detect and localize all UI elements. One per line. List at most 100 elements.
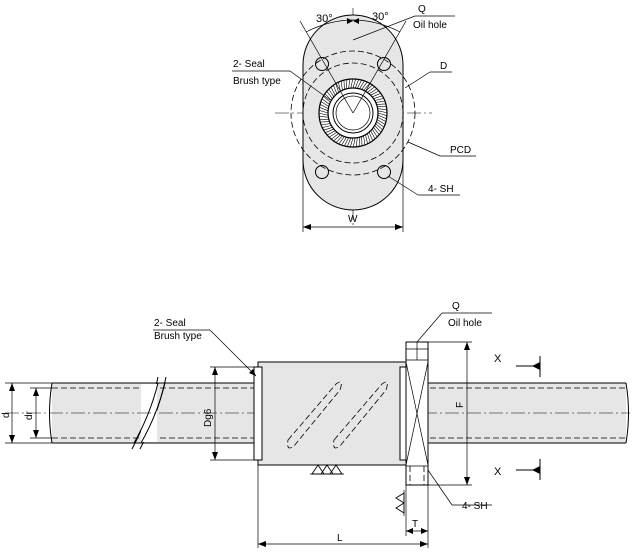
t-arrow-right	[421, 528, 428, 534]
brush-seal-bristles	[318, 78, 388, 148]
x-marker-bottom-arrow	[532, 466, 540, 474]
side-seal-leader	[209, 329, 257, 377]
bristle-line	[349, 137, 354, 147]
f-arrow-bottom	[464, 477, 470, 485]
bristle-line	[321, 98, 330, 105]
bristle-line	[370, 130, 376, 140]
dg6-dim-label: Dg6	[203, 408, 214, 427]
bristle-line	[374, 98, 384, 101]
bristle-line	[377, 108, 387, 111]
side-seal-arrow	[249, 369, 256, 376]
bristle-line	[341, 136, 347, 146]
angle-arrow-right	[353, 18, 359, 24]
side-q-leader	[416, 312, 443, 343]
bristle-line	[354, 79, 359, 89]
side-view: d dr Dg6 F X X 2- Seal	[1, 301, 630, 548]
x-marker-top-arrow	[532, 362, 540, 370]
nut-body	[257, 361, 407, 466]
bristle-line	[377, 110, 388, 114]
d-arrow-bottom	[9, 435, 15, 443]
bristle-line	[326, 91, 333, 99]
bristle-line	[373, 127, 380, 135]
bristle-line	[374, 125, 382, 133]
bristle-line	[319, 104, 329, 109]
mount-hole-bottom-right	[377, 165, 391, 179]
l-dim-label: L	[337, 533, 343, 544]
bristle-line	[373, 95, 383, 99]
bristle-line	[375, 100, 385, 103]
bristle-line	[365, 84, 373, 92]
t-arrow-left	[406, 528, 413, 534]
bristle-line	[371, 128, 378, 138]
seal-label: 2- Seal	[233, 59, 265, 70]
d-arrow-top	[9, 383, 15, 391]
d-dim-label: d	[1, 412, 12, 418]
bristle-line	[323, 95, 331, 103]
side-seal-label: 2- Seal	[154, 318, 186, 329]
bristle-line	[328, 88, 335, 98]
f-arrow-top	[464, 342, 470, 350]
flange-cross-2	[405, 361, 429, 466]
side-sh-leader	[427, 469, 453, 506]
seal-leader	[289, 70, 331, 101]
bristle-line	[368, 132, 373, 141]
bristle-line	[357, 79, 362, 89]
q-label: Q	[418, 4, 426, 15]
angle-right-label: 30°	[372, 11, 389, 23]
bristle-line	[359, 80, 365, 90]
x-top-label: X	[494, 353, 502, 365]
d-leader	[404, 71, 431, 89]
bristle-line	[331, 133, 339, 140]
bristle-line	[338, 136, 345, 145]
bristle-line	[365, 134, 368, 144]
shaft-outer-circle	[332, 92, 374, 134]
brush-type-label: Brush type	[233, 76, 281, 87]
l-arrow-left	[258, 541, 266, 547]
bristle-line	[367, 86, 375, 93]
bristle-line	[352, 79, 357, 89]
q-leader	[352, 15, 416, 41]
seal-plate-left	[253, 366, 263, 461]
bristle-line	[352, 137, 356, 148]
mount-hole-top-right	[377, 57, 391, 71]
d-label: D	[440, 61, 447, 72]
bristle-line	[333, 85, 338, 94]
shaft-root-circle	[335, 95, 371, 131]
bristle-line	[370, 90, 380, 96]
side-q-label: Q	[452, 301, 460, 312]
dr-arrow-top	[33, 388, 39, 396]
w-arrow-right	[395, 224, 403, 230]
pcd-label: PCD	[450, 145, 471, 156]
bristle-line	[347, 137, 352, 147]
bristle-line	[372, 93, 381, 98]
bristle-line	[376, 119, 386, 125]
l-arrow-right	[420, 541, 428, 547]
bristle-line	[325, 128, 334, 133]
angle-line-left	[299, 20, 354, 114]
x-bottom-label: X	[494, 466, 502, 478]
bristle-line	[323, 127, 333, 131]
bristle-line	[326, 130, 336, 136]
bristle-line	[363, 83, 371, 91]
bristle-line	[330, 86, 336, 96]
bristle-line	[324, 93, 332, 101]
bristle-line	[344, 137, 349, 147]
bristle-line	[368, 88, 378, 95]
w-label: W	[348, 214, 358, 225]
angle-arc	[305, 19, 401, 33]
w-arrow-left	[303, 224, 311, 230]
bristle-line	[377, 117, 387, 122]
bristle-line	[320, 101, 330, 107]
bristle-line	[328, 131, 338, 138]
dg6-arrow-bottom	[212, 452, 218, 460]
bristle-line	[319, 115, 329, 118]
bristle-line	[321, 123, 331, 126]
bristle-line	[318, 112, 329, 116]
angle-line-right	[352, 20, 407, 114]
bristle-line	[335, 83, 339, 93]
bristle-line	[355, 137, 358, 147]
dr-arrow-bottom	[33, 430, 39, 438]
t-dim-label: T	[412, 519, 418, 530]
return-tube-2	[333, 381, 388, 449]
